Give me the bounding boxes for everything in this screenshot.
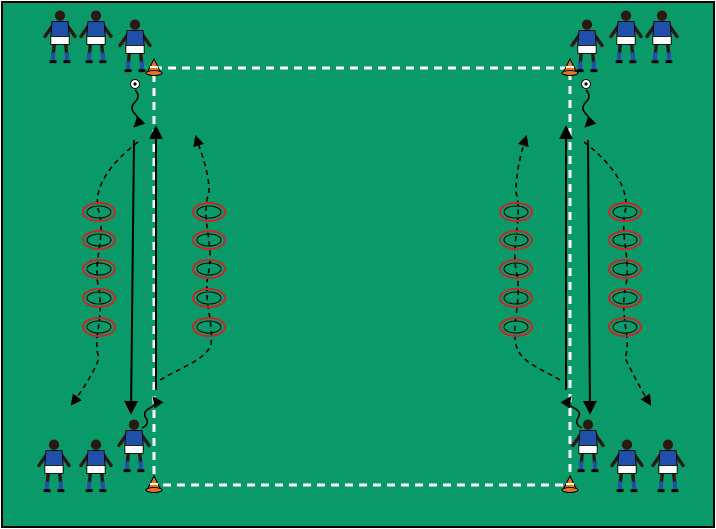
ball-icon <box>582 80 591 89</box>
ball-icon <box>131 80 140 89</box>
